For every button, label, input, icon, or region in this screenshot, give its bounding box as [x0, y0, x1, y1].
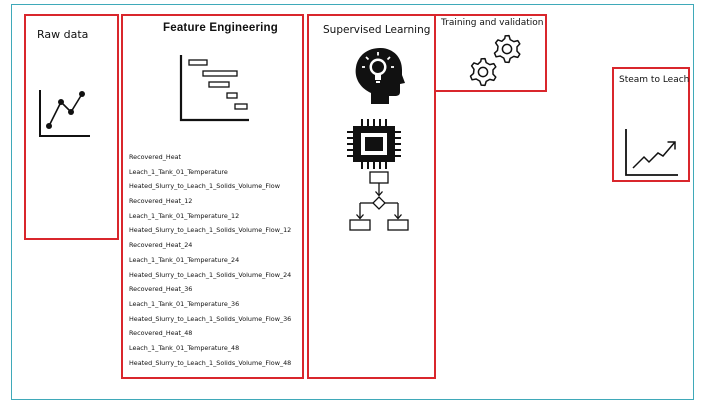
feature-item: Recovered_Heat_24: [129, 241, 193, 250]
feature-item: Leach_1_Tank_01_Temperature_36: [129, 299, 240, 308]
gantt-chart-icon: [179, 55, 249, 122]
feature-item: Recovered_Heat: [129, 153, 182, 161]
feature-item: Leach_1_Tank_01_Temperature_12: [129, 211, 240, 220]
feature-item: Recovered_Heat_36: [129, 285, 193, 294]
gears-icon: [469, 34, 521, 87]
steam-to-leach-title: Steam to Leach: [619, 75, 690, 85]
feature-item: Heated_Slurry_to_Leach_1_Solids_Volume_F…: [129, 226, 292, 235]
training-validation-box: Training and validation: [434, 14, 547, 92]
feature-item: Heated_Slurry_to_Leach_1_Solids_Volume_F…: [129, 182, 280, 191]
feature-item: Leach_1_Tank_01_Temperature_24: [129, 255, 240, 264]
feature-item: Leach_1_Tank_01_Temperature: [129, 167, 228, 176]
steam-to-leach-box: Steam to Leach: [612, 67, 690, 182]
training-validation-title: Training and validation: [441, 18, 544, 28]
supervised-learning-title: Supervised Learning: [323, 24, 431, 36]
feature-item: Recovered_Heat_12: [129, 197, 193, 206]
brain-bulb-head-icon: [355, 48, 405, 104]
feature-item: Heated_Slurry_to_Leach_1_Solids_Volume_F…: [129, 270, 292, 279]
feature-item: Heated_Slurry_to_Leach_1_Solids_Volume_F…: [129, 358, 292, 367]
feature-item: Recovered_Heat_48: [129, 329, 193, 338]
flowchart-icon: [349, 171, 409, 231]
supervised-learning-box: Supervised Learning: [307, 14, 436, 379]
feature-item: Heated_Slurry_to_Leach_1_Solids_Volume_F…: [129, 314, 292, 323]
diagram-frame: [11, 4, 694, 400]
line-chart-icon: [39, 90, 90, 137]
feature-list: Recovered_Heat Leach_1_Tank_01_Temperatu…: [129, 150, 291, 370]
trend-up-chart-icon: [625, 129, 678, 176]
cpu-chip-icon: [347, 119, 401, 169]
raw-data-title: Raw data: [37, 28, 89, 41]
feature-engineering-box: Feature Engineering Recovered_Heat Leach…: [121, 14, 304, 379]
feature-engineering-title: Feature Engineering: [163, 22, 278, 34]
raw-data-box: Raw data: [24, 14, 119, 240]
feature-item: Leach_1_Tank_01_Temperature_48: [129, 343, 240, 352]
